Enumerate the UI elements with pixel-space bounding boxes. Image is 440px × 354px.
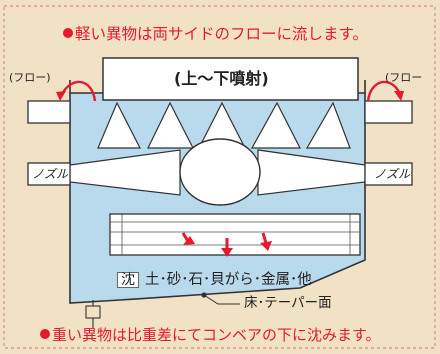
nozzle-label-right: ノズル	[374, 167, 411, 181]
spray-cone-4	[250, 101, 301, 149]
heavy-debris-note: 重い異物は比重差にてコンベアの下に沈みます。	[40, 328, 381, 343]
sink-label: 沈土･砂･石･貝がら･金属･他	[117, 272, 312, 288]
floor-label: 床･テーパー面	[244, 295, 332, 311]
sink-badge: 沈	[117, 272, 139, 288]
spray-label: (上～下噴射)	[174, 69, 269, 88]
nozzle-label-left: ノズル	[32, 167, 69, 181]
conveyor	[109, 213, 361, 256]
spray-cone-2	[147, 101, 194, 149]
product-ellipse	[179, 138, 261, 206]
floor-pointer-line	[203, 294, 240, 305]
right-flow-arrow	[366, 80, 402, 102]
spray-header	[102, 57, 359, 101]
right-nozzle-block	[364, 162, 413, 186]
left-flow-outlet	[27, 100, 71, 124]
right-flow-arrowhead	[394, 91, 404, 101]
light-debris-note-text: 軽い異物は両サイドのフローに流します。	[75, 25, 368, 43]
sink-arrow-1	[181, 232, 195, 245]
sink-arrow-3	[260, 232, 272, 251]
left-flow-arrow	[60, 80, 97, 102]
flow-label-left: (フロー)	[9, 71, 51, 84]
left-flow-arrowhead	[56, 91, 66, 101]
right-flow-outlet	[364, 100, 413, 124]
sink-arrow-2	[221, 238, 233, 257]
left-nozzle-block	[27, 162, 71, 186]
outer-border	[3, 5, 436, 349]
heavy-debris-note-text: 重い異物は比重差にてコンベアの下に沈みます。	[52, 326, 381, 344]
sink-items: 土･砂･石･貝がら･金属･他	[145, 272, 312, 288]
drain-valve	[85, 305, 101, 319]
red-bullet-icon-2	[40, 329, 50, 339]
flow-label-right: (フロー	[385, 71, 423, 84]
spray-cone-5	[305, 101, 351, 149]
light-debris-note: 軽い異物は両サイドのフローに流します。	[63, 25, 368, 43]
red-bullet-icon	[63, 28, 73, 38]
spray-cone-1	[97, 101, 141, 149]
